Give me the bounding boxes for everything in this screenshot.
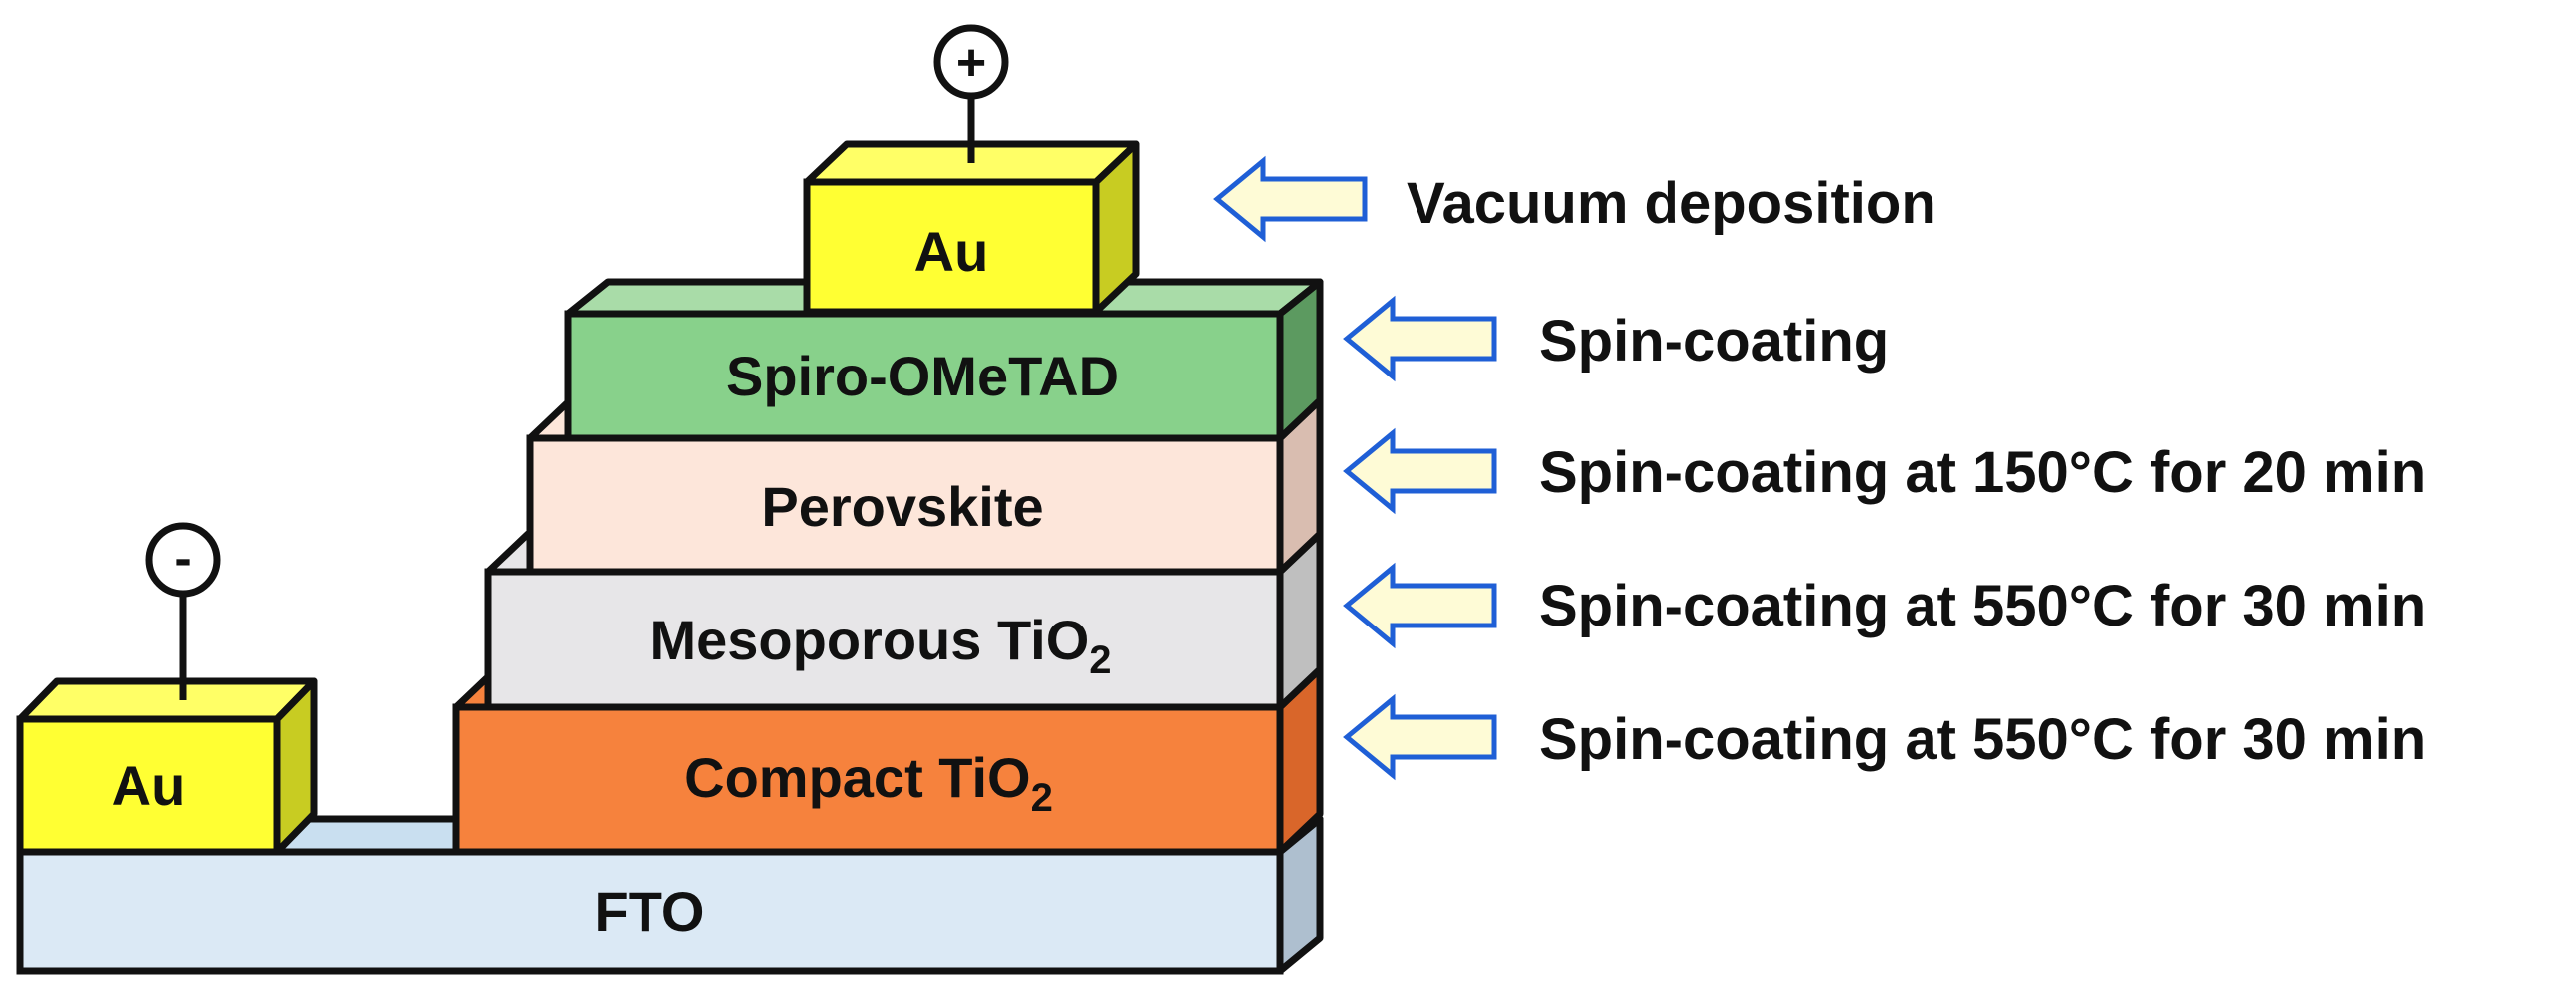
negative-sign: - xyxy=(174,530,191,588)
process-arrow-4 xyxy=(1343,562,1497,649)
negative-terminal: - xyxy=(145,522,221,700)
step-label-spin-coating-550c-compact: Spin-coating at 550°C for 30 min xyxy=(1539,707,2426,772)
layer-fto: FTO xyxy=(16,815,1324,975)
mesoporous-tio2-subscript: 2 xyxy=(1089,638,1111,682)
process-arrow-2 xyxy=(1343,295,1497,382)
perovskite-label: Perovskite xyxy=(761,475,1043,538)
fto-label: FTO xyxy=(595,880,705,943)
positive-terminal: + xyxy=(933,24,1009,163)
spiro-label: Spiro-OMeTAD xyxy=(726,345,1119,407)
process-step-arrows xyxy=(1213,155,1497,781)
mesoporous-tio2-label: Mesoporous TiO2 xyxy=(649,609,1111,682)
layer-au-top: Au xyxy=(803,140,1140,316)
au-left-top-face xyxy=(16,677,318,723)
step-label-spin-coating-550c-mesoporous: Spin-coating at 550°C for 30 min xyxy=(1539,574,2426,638)
process-arrow-5 xyxy=(1343,693,1497,781)
process-step-labels: Vacuum deposition Spin-coating Spin-coat… xyxy=(1407,171,2426,772)
compact-tio2-subscript: 2 xyxy=(1031,776,1053,820)
positive-terminal-circle xyxy=(933,24,1009,100)
layer-au-left: Au xyxy=(16,677,318,856)
process-arrow-1 xyxy=(1213,155,1368,243)
step-label-spin-coating-150c: Spin-coating at 150°C for 20 min xyxy=(1539,440,2426,505)
step-label-spin-coating: Spin-coating xyxy=(1539,309,1889,374)
mesoporous-tio2-front-face xyxy=(484,568,1284,711)
positive-sign: + xyxy=(956,34,986,92)
compact-tio2-label: Compact TiO2 xyxy=(684,746,1053,820)
step-label-vacuum-deposition: Vacuum deposition xyxy=(1407,171,1936,236)
au-left-front-face xyxy=(16,715,281,856)
au-top-label: Au xyxy=(914,220,989,283)
negative-terminal-circle xyxy=(145,522,221,598)
au-left-label: Au xyxy=(112,754,186,817)
fto-front-face xyxy=(16,848,1284,975)
au-top-front-face xyxy=(803,178,1100,316)
process-arrow-3 xyxy=(1343,427,1497,515)
